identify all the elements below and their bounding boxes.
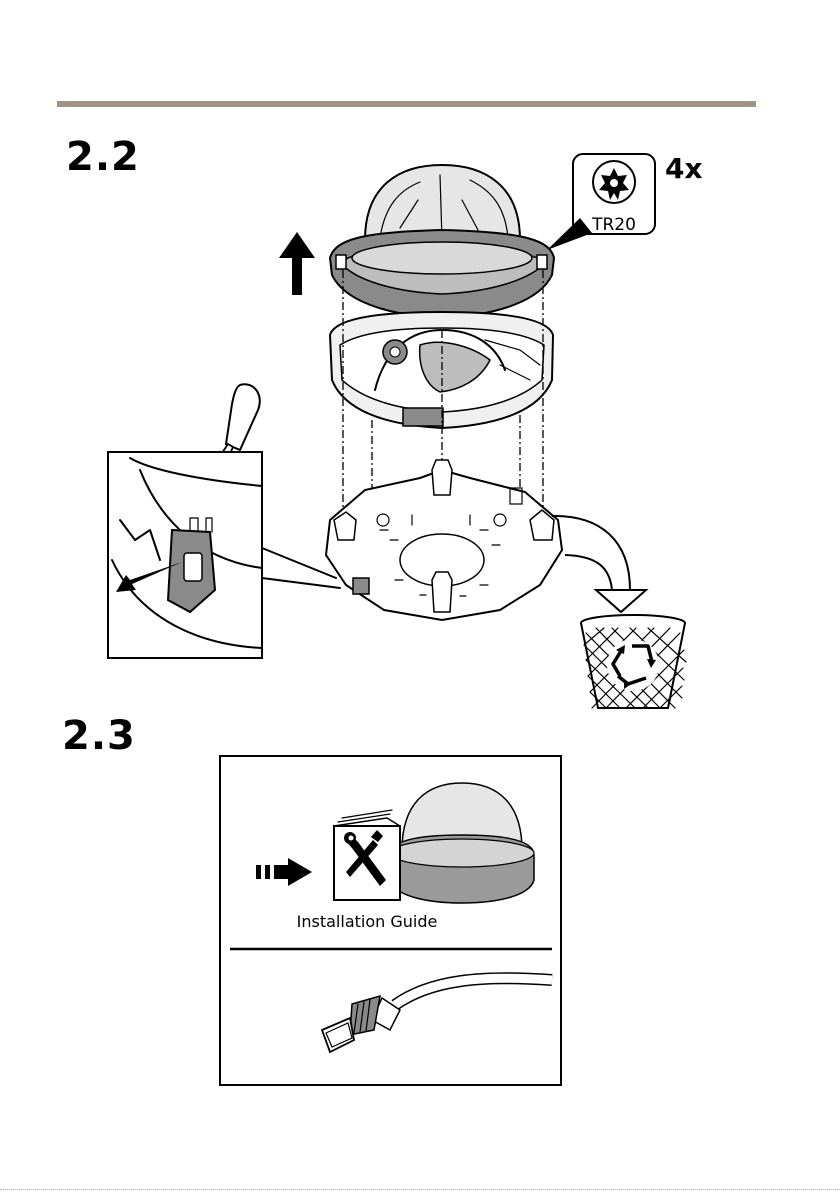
torx-screw-icon xyxy=(593,161,635,203)
box-contents-panel: Installation Guide xyxy=(220,756,561,1085)
dome-camera-top xyxy=(330,165,554,330)
mounting-plate xyxy=(326,460,562,620)
detail-inset xyxy=(108,452,340,658)
recycle-bin-icon xyxy=(581,615,686,708)
curved-arrow-icon xyxy=(596,590,646,612)
quantity-label: 4x xyxy=(665,152,703,185)
torx-tool-callout: TR20 xyxy=(547,154,655,250)
installation-guide-label: Installation Guide xyxy=(297,912,438,931)
tool-label: TR20 xyxy=(591,215,636,235)
up-arrow-icon xyxy=(279,232,315,295)
page-edge xyxy=(0,1189,840,1191)
